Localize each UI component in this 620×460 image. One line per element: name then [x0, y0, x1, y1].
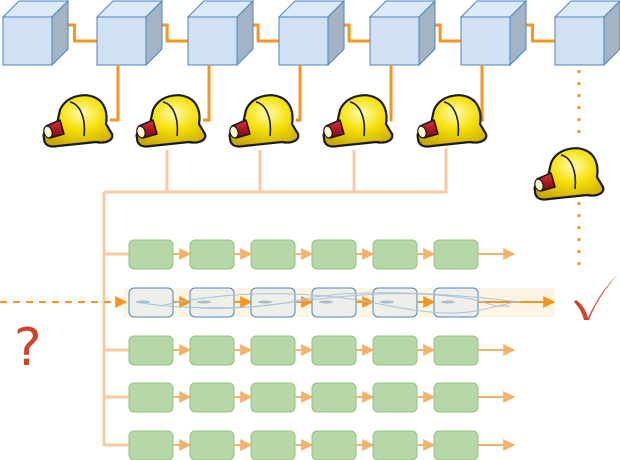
pipeline-stage: [128, 239, 174, 270]
stage-trace-curve: [159, 293, 516, 314]
cube-front-face: [369, 16, 420, 66]
pipeline-stage: [372, 430, 418, 460]
helmet-ridge: [255, 101, 272, 137]
pipeline-stage: [250, 430, 296, 460]
cube: [277, 0, 346, 67]
cube-front-face: [187, 16, 238, 66]
helmet-shell: [416, 94, 488, 148]
cube: [553, 0, 620, 67]
checkmark-icon: [574, 274, 618, 320]
pipeline-stage: [311, 382, 357, 413]
cube: [459, 0, 528, 67]
cube: [1, 0, 70, 67]
cube: [186, 0, 255, 67]
pipeline-row: [104, 430, 516, 460]
helmet-shell: [135, 94, 207, 148]
pipeline-stage-highlighted: [189, 287, 235, 318]
pipeline-stage: [189, 239, 235, 270]
lamp-lens: [534, 178, 544, 192]
pipeline-stage: [128, 382, 174, 413]
pipeline-row: [104, 335, 516, 366]
cubes: [1, 0, 620, 67]
helmet-link: [296, 65, 302, 122]
helmet-link: [389, 65, 393, 122]
helmet-shell: [228, 94, 300, 148]
stage-trace-curve: [135, 292, 521, 309]
cube-front-face: [2, 16, 53, 66]
helmet-ridge: [349, 101, 366, 137]
pipeline-stage: [250, 382, 296, 413]
pipeline-stage: [433, 335, 479, 366]
pipeline-stage: [250, 239, 296, 270]
lamp-lens: [229, 125, 239, 139]
lamp-lens: [323, 125, 333, 139]
lamp-lens: [43, 125, 53, 139]
pipeline-stage: [189, 335, 235, 366]
helmet-link: [480, 65, 484, 122]
bus-lines: [102, 148, 448, 446]
helmet-links: [110, 65, 484, 122]
pipeline-stage: [433, 382, 479, 413]
pipeline-stage: [128, 430, 174, 460]
lamp-lens: [417, 125, 427, 139]
pipeline-stage-highlighted: [128, 287, 174, 318]
cube: [95, 0, 164, 67]
question-mark: ?: [14, 318, 42, 378]
pipeline-rows: [104, 239, 556, 460]
lamp-lens: [136, 125, 146, 139]
helmet-icon: [416, 94, 488, 148]
helmet-icon: [135, 94, 207, 148]
stage-trace-curve: [199, 293, 511, 309]
helmet-ridge: [443, 101, 460, 137]
cube-front-face: [554, 16, 605, 66]
helmets: [42, 94, 605, 201]
helmet-link: [203, 65, 211, 122]
helmet-icon-detached: [533, 147, 605, 201]
pipeline-row-highlighted: [123, 287, 556, 318]
stage-trace: [197, 300, 211, 304]
pipeline-stage: [250, 335, 296, 366]
cube: [368, 0, 437, 67]
pipeline-stage: [189, 430, 235, 460]
stage-trace: [441, 300, 455, 304]
cube-front-face: [460, 16, 511, 66]
bus-drop: [104, 148, 448, 194]
helmet-icon: [322, 94, 394, 148]
extras: [0, 70, 618, 320]
pipeline-stage: [128, 335, 174, 366]
pipeline-stage-highlighted: [311, 287, 357, 318]
pipeline-stage: [372, 335, 418, 366]
stage-trace: [380, 300, 394, 304]
pipeline-stage: [311, 335, 357, 366]
pipeline-stage: [372, 382, 418, 413]
helmet-icon: [228, 94, 300, 148]
pipeline-stage: [433, 430, 479, 460]
stage-trace: [258, 300, 272, 304]
helmet-shell: [322, 94, 394, 148]
cube-front-face: [278, 16, 329, 66]
helmet-icon: [42, 94, 114, 148]
helmet-ridge: [560, 154, 577, 190]
helmet-shell: [42, 94, 114, 148]
pipeline-row: [104, 382, 516, 413]
pipeline-row: [104, 239, 516, 270]
helmet-link: [110, 65, 120, 122]
pipeline-stage: [372, 239, 418, 270]
helmet-ridge: [69, 101, 86, 137]
helmet-shell: [533, 147, 605, 201]
pipeline-stage: [433, 239, 479, 270]
pipeline-stage: [189, 382, 235, 413]
stage-trace: [319, 300, 333, 304]
pipeline-stage: [311, 430, 357, 460]
cube-front-face: [96, 16, 147, 66]
pipeline-stage: [311, 239, 357, 270]
helmet-ridge: [162, 101, 179, 137]
